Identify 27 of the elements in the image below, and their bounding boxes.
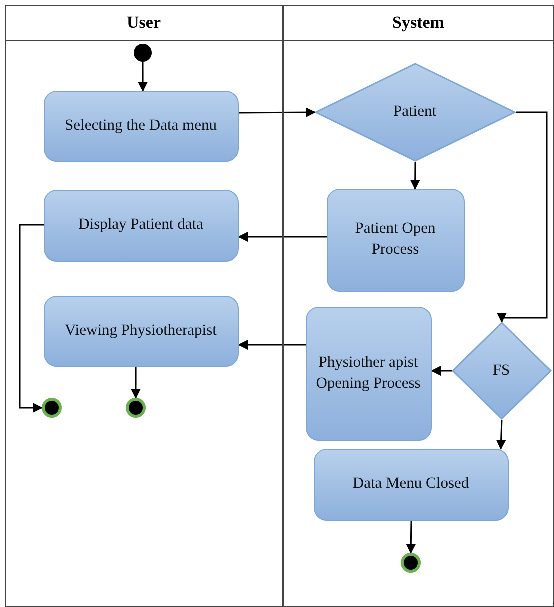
- arrow: [239, 108, 316, 118]
- arrow: [138, 62, 148, 92]
- arrow: [238, 232, 327, 242]
- action-box: Physiother apist Opening Process: [306, 306, 432, 440]
- decision-diamond: Patient: [314, 62, 516, 162]
- arrow: [496, 420, 506, 450]
- final-node: [400, 552, 420, 572]
- action-box: Selecting the Data menu: [44, 90, 238, 162]
- final-node: [42, 398, 62, 418]
- arrow: [410, 162, 420, 190]
- final-node: [126, 398, 146, 418]
- lane-header: System: [284, 6, 553, 41]
- lane-header: User: [6, 6, 282, 41]
- arrow: [131, 367, 141, 399]
- decision-diamond: FS: [452, 322, 552, 420]
- swimlane: [5, 5, 283, 607]
- arrow: [431, 366, 452, 376]
- initial-node: [134, 44, 152, 62]
- swimlane: [283, 5, 554, 607]
- action-box: Data Menu Closed: [314, 448, 508, 520]
- action-box: Viewing Physiotherapist: [44, 296, 238, 366]
- arrow: [406, 520, 416, 554]
- action-box: Display Patient data: [44, 190, 238, 262]
- arrow: [497, 112, 548, 323]
- arrow: [19, 224, 44, 413]
- action-box: Patient Open Process: [326, 188, 464, 292]
- arrow: [238, 340, 306, 350]
